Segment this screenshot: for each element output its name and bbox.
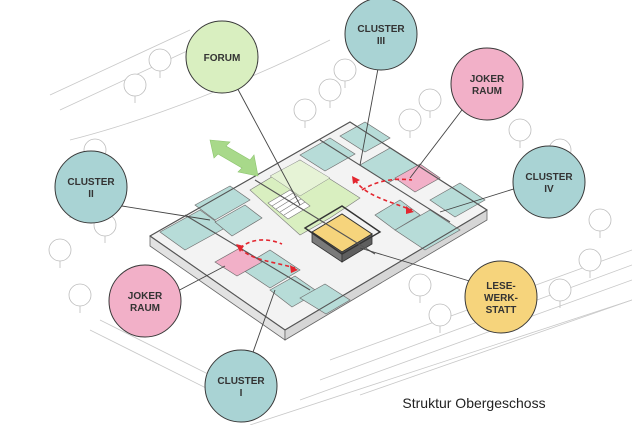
bubble-label: III (377, 36, 386, 47)
building (149, 121, 488, 341)
tree-sketch (398, 108, 422, 132)
bubble-circle (344, 0, 418, 71)
stairs (267, 189, 311, 220)
leader-lines (121, 57, 521, 356)
tree-sketch (123, 73, 147, 97)
tree-sketch (588, 208, 612, 232)
bubble-label: RAUM (130, 303, 160, 314)
tree-sketch (428, 303, 452, 327)
bubble-circle (204, 349, 278, 423)
joker-room-left (214, 247, 263, 277)
diagram-caption: Struktur Obergeschoss (402, 395, 545, 411)
bubble-label: RAUM (472, 86, 502, 97)
bubble-label: STATT (486, 305, 517, 316)
tree-sketch (418, 88, 442, 112)
tree-sketch (508, 118, 532, 142)
bubble-circle (464, 260, 538, 334)
bubble-label: JOKER (470, 74, 505, 85)
tree-sketch (333, 58, 357, 82)
tree-sketch (293, 98, 317, 122)
label-bubbles: FORUMCLUSTERIIIJOKERRAUMCLUSTERIICLUSTER… (54, 0, 586, 423)
bubble-label: JOKER (128, 291, 163, 302)
bubble-circle (185, 20, 259, 94)
bubble-label: LESE- (486, 281, 515, 292)
tree-sketch (408, 273, 432, 297)
bubble-label: CLUSTER (357, 24, 405, 35)
tree-sketch (148, 48, 172, 72)
bubble-lese-werk-statt: LESE-WERK-STATT (464, 260, 538, 334)
bubble-forum: FORUM (185, 20, 259, 94)
red-arrowheads (236, 176, 414, 273)
bubble-label: WERK- (484, 293, 518, 304)
tree-sketch (318, 78, 342, 102)
tree-sketch (48, 238, 72, 262)
bubble-label: FORUM (204, 53, 241, 64)
tree-sketch (68, 283, 92, 307)
bubble-label: I (240, 388, 243, 399)
bubble-circle (450, 47, 524, 121)
tree-sketch (578, 248, 602, 272)
bubble-label: IV (544, 184, 554, 195)
bubble-circle (108, 264, 182, 338)
green-double-arrow-icon (209, 139, 259, 177)
bubble-label: CLUSTER (217, 376, 265, 387)
bubble-circle (54, 150, 128, 224)
joker-room-right (394, 163, 441, 193)
bubble-label: CLUSTER (525, 172, 573, 183)
bubble-circle (512, 145, 586, 219)
bubble-label: CLUSTER (67, 177, 115, 188)
bubble-label: II (88, 189, 94, 200)
tree-sketch (548, 278, 572, 302)
